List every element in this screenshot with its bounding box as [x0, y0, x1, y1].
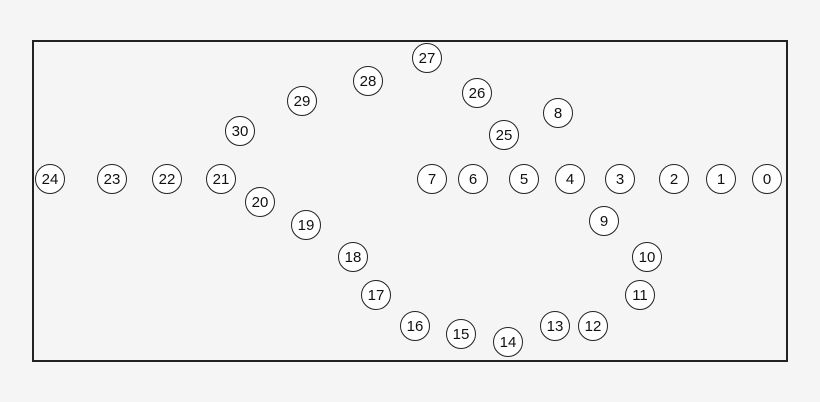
node-13: 13	[540, 311, 570, 341]
node-15: 15	[446, 319, 476, 349]
node-22: 22	[152, 164, 182, 194]
node-8: 8	[543, 98, 573, 128]
node-25: 25	[489, 120, 519, 150]
node-1: 1	[706, 164, 736, 194]
node-30: 30	[225, 116, 255, 146]
node-17: 17	[361, 280, 391, 310]
node-10: 10	[632, 242, 662, 272]
node-9: 9	[589, 206, 619, 236]
node-11: 11	[625, 280, 655, 310]
node-6: 6	[458, 164, 488, 194]
node-12: 12	[578, 311, 608, 341]
node-2: 2	[659, 164, 689, 194]
node-14: 14	[493, 327, 523, 357]
node-26: 26	[462, 78, 492, 108]
node-0: 0	[752, 164, 782, 194]
node-16: 16	[400, 311, 430, 341]
node-7: 7	[417, 164, 447, 194]
diagram-frame	[32, 40, 788, 362]
node-29: 29	[287, 86, 317, 116]
node-23: 23	[97, 164, 127, 194]
node-20: 20	[245, 187, 275, 217]
node-3: 3	[605, 164, 635, 194]
node-27: 27	[412, 43, 442, 73]
node-4: 4	[555, 164, 585, 194]
node-24: 24	[35, 164, 65, 194]
node-18: 18	[338, 242, 368, 272]
node-21: 21	[206, 164, 236, 194]
node-19: 19	[291, 210, 321, 240]
node-28: 28	[353, 66, 383, 96]
node-5: 5	[509, 164, 539, 194]
